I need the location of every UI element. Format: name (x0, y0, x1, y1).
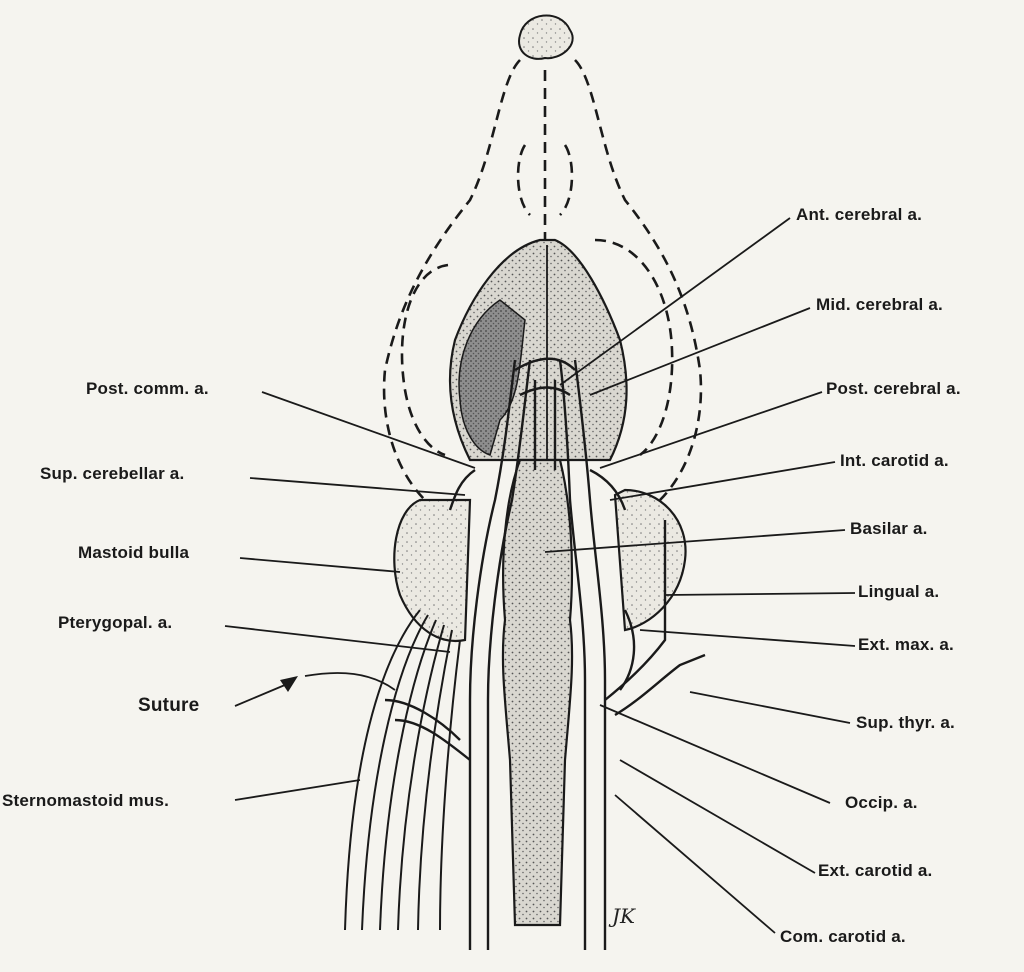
label-lingual: Lingual a. (858, 582, 940, 601)
label-com-carotid: Com. carotid a. (780, 927, 906, 946)
mastoid-bulla-right (613, 488, 687, 632)
artist-signature: JK (612, 904, 635, 928)
suture-arrowhead (280, 676, 298, 692)
label-ext-carotid: Ext. carotid a. (818, 861, 933, 880)
label-basilar: Basilar a. (850, 519, 928, 538)
label-post-cerebral: Post. cerebral a. (826, 379, 961, 398)
nasal-tip (518, 14, 574, 60)
label-ant-cerebral: Ant. cerebral a. (796, 205, 923, 224)
leader-lines (224, 217, 856, 934)
brainstem (501, 458, 574, 927)
sternomastoid-muscle (344, 609, 461, 931)
label-post-comm: Post. comm. a. (86, 379, 209, 398)
label-sup-thyr: Sup. thyr. a. (856, 713, 955, 732)
mastoid-bulla-left (393, 498, 472, 642)
carotid-vessels (384, 357, 706, 950)
label-sternomastoid: Sternomastoid mus. (2, 791, 170, 810)
skull-outline (382, 59, 703, 501)
label-sup-cerebellar: Sup. cerebellar a. (40, 464, 185, 483)
label-ext-max: Ext. max. a. (858, 635, 954, 654)
label-pterygopal: Pterygopal. a. (58, 613, 173, 632)
label-int-carotid: Int. carotid a. (840, 451, 949, 470)
label-occip: Occip. a. (845, 793, 918, 812)
label-suture: Suture (138, 695, 200, 716)
label-mastoid-bulla: Mastoid bulla (78, 543, 190, 562)
label-mid-cerebral: Mid. cerebral a. (816, 295, 943, 314)
